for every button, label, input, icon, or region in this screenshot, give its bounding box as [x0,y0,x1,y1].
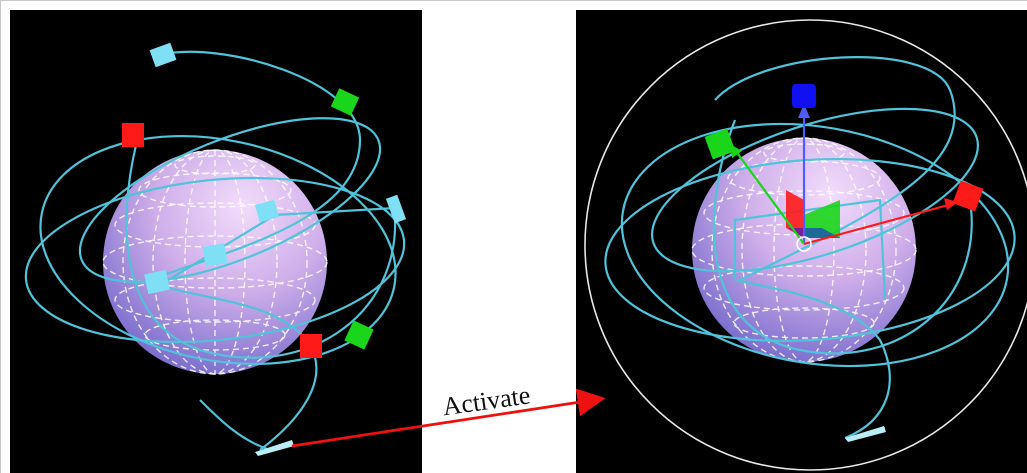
blue-axis-handle-icon[interactable] [792,84,816,108]
orbit-paths-right [604,56,1016,440]
cyan-cube-icon-right[interactable] [845,426,886,442]
cyan-cube-icon[interactable] [144,42,407,456]
orbit-paths-left [24,50,406,452]
activate-arrow [291,388,606,448]
rotation-ring-icon[interactable] [584,19,1027,471]
red-cube-icon[interactable] [122,123,322,358]
red-axis-handle-icon[interactable] [952,180,984,212]
transform-gizmo[interactable] [704,84,984,252]
green-axis-handle-icon[interactable] [704,128,736,160]
scene-before [24,42,407,456]
green-cube-icon[interactable] [330,88,374,350]
activate-label: Activate [441,380,532,421]
scene-after [584,19,1027,471]
